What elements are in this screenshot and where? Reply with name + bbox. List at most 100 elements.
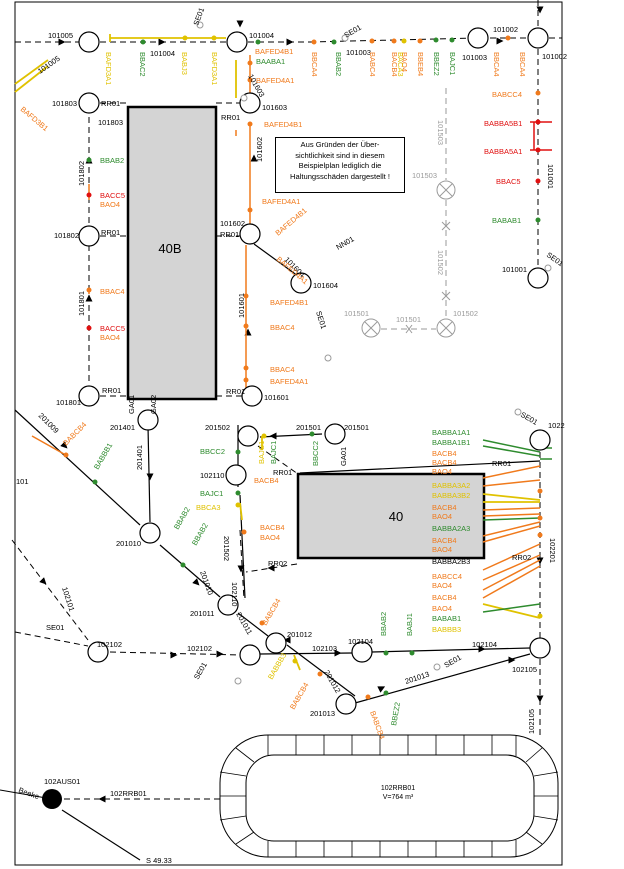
label-bao4-c: BAO4 [260, 533, 280, 542]
label-se01-f: SE01 [519, 410, 539, 427]
label-102110: 102110 [200, 471, 224, 480]
label-101801: 101801 [56, 398, 81, 407]
label-bbca4-c: BBCA4 [518, 52, 527, 77]
label-201012-d: 201012 [322, 669, 342, 695]
label-rr01-f: RR01 [226, 387, 245, 396]
label-bbeb4: BBEB4 [416, 52, 425, 76]
label-201010-d: 201010 [198, 570, 215, 597]
label-101004-b: 101004 [150, 49, 175, 58]
reservoir-name: 102RRB01 [380, 785, 416, 792]
label-rr01-e: RR01 [220, 230, 239, 239]
label-babcc4-a: BABCC4 [492, 90, 522, 99]
note-line-3: Beispielplan lediglich die [298, 161, 382, 170]
label-201401-v: 201401 [135, 445, 144, 470]
damage-points [63, 35, 543, 700]
label-rr01-d: RR01 [221, 113, 240, 122]
label-aus01: 102AUS01 [44, 777, 80, 786]
label-101802: 101802 [54, 231, 79, 240]
label-bbcc2-a: BBCC2 [200, 447, 225, 456]
label-101602: 101602 [220, 219, 245, 228]
label-201009: 201009 [37, 411, 61, 435]
label-bbez2-b: BBEZ2 [389, 701, 402, 726]
label-se01-g: SE01 [443, 653, 463, 670]
info-note: Aus Gründen der Über- sichtlichkeit sind… [275, 137, 405, 193]
label-bbab2-e: BBAB2 [190, 522, 210, 547]
label-101501: 101501 [344, 309, 369, 318]
label-bafed4a1-b: BAFED4A1 [262, 197, 300, 206]
label-101604: 101604 [313, 281, 338, 290]
label-bafed4a1-c: BAFED4A1 [270, 377, 308, 386]
retention-basin [219, 734, 559, 858]
label-101002: 101002 [493, 25, 518, 34]
label-bbac2: BBAC2 [138, 52, 147, 77]
label-101005-d: 101005 [36, 54, 62, 76]
label-101001: 101001 [502, 265, 527, 274]
label-babc4: BABC4 [368, 52, 377, 77]
label-bafd3a1-v: BAFD3A1 [104, 52, 113, 85]
label-101003-b: 101003 [462, 53, 487, 62]
label-rr02-a: RR02 [268, 559, 287, 568]
label-bao4-f: BAO4 [432, 545, 452, 554]
label-bao4-e: BAO4 [432, 512, 452, 521]
label-babba1a1: BABBA1A1 [432, 428, 470, 437]
label-rr01-c: RR01 [102, 386, 121, 395]
label-101803-b: 101803 [98, 118, 123, 127]
label-rr01-h: RR01 [492, 459, 511, 468]
label-babba3b2: BABBA3B2 [432, 491, 470, 500]
label-101503: 101503 [412, 171, 437, 180]
label-rr01-b: RR01 [101, 228, 120, 237]
label-102110-v: 102110 [230, 582, 239, 606]
label-bafed4b1-b: BAFED4B1 [264, 120, 302, 129]
label-201502: 201502 [205, 423, 230, 432]
label-babj3: BABJ3 [180, 52, 189, 75]
label-102105-v: 102105 [527, 709, 536, 734]
label-babba3a2: BABBA3A2 [432, 481, 470, 490]
label-bbcc2-v: BBCC2 [311, 441, 320, 466]
plan-frame [14, 1, 563, 866]
label-101601-v: 101601 [237, 293, 246, 318]
label-101502-v: 101502 [436, 250, 445, 275]
label-bajc1-v: BAJC1 [448, 52, 457, 75]
label-bbab2-d: BBAB2 [172, 506, 192, 531]
label-bacb4-b: BACB4 [254, 476, 279, 485]
label-bacb4-a: BACB4 [260, 523, 285, 532]
label-babab1-b: BABAB1 [432, 614, 461, 623]
label-babbb3: BABBB3 [432, 625, 461, 634]
manholes [78, 27, 551, 715]
label-bacc5-b: BACC5 [100, 324, 125, 333]
label-bbac5: BBAC5 [496, 177, 521, 186]
label-bafed4b1-c: BAFED4B1 [270, 298, 308, 307]
label-se01-a: SE01 [46, 623, 64, 632]
reservoir-volume: V=764 m³ [382, 794, 414, 801]
label-babba2b3: BABBA2B3 [432, 557, 470, 566]
label-bajc1-v2: BAJC1 [269, 441, 278, 464]
label-bbca3: BBCA3 [196, 503, 221, 512]
label-bao4-v: BAO4 [400, 52, 409, 72]
label-beeke: Beeke [17, 785, 40, 801]
label-102104-b: 102104 [472, 640, 497, 649]
label-102101: 102101 [60, 586, 76, 613]
label-101601: 101601 [264, 393, 289, 402]
label-1022: 1022 [548, 421, 565, 430]
label-bacc5-a: BACC5 [100, 191, 125, 200]
note-line-1: Aus Gründen der Über- [300, 140, 380, 149]
label-101005: 101005 [48, 31, 73, 40]
label-201010: 201010 [116, 539, 141, 548]
label-bacb4-e: BACB4 [432, 503, 457, 512]
label-ga02: GA02 [149, 395, 158, 414]
label-se01-h: SE01 [192, 661, 209, 681]
label-babba1b1: BABBA1B1 [432, 438, 470, 447]
label-rr02-b: RR02 [512, 553, 531, 562]
label-bacb4-v: BACB4 [390, 52, 399, 77]
label-201401: 201401 [110, 423, 135, 432]
label-rr01-g: RR01 [273, 468, 292, 477]
label-bao4-d: BAO4 [432, 467, 452, 476]
label-babbb1: BABBB1 [92, 441, 114, 471]
label-babab1-a: BABAB1 [492, 216, 521, 225]
label-101603: 101603 [262, 103, 287, 112]
label-101602-v: 101602 [255, 137, 264, 162]
label-bacb4-c: BACB4 [432, 449, 457, 458]
label-201502-v: 201502 [222, 536, 231, 561]
label-101501-b: 101501 [396, 315, 421, 324]
